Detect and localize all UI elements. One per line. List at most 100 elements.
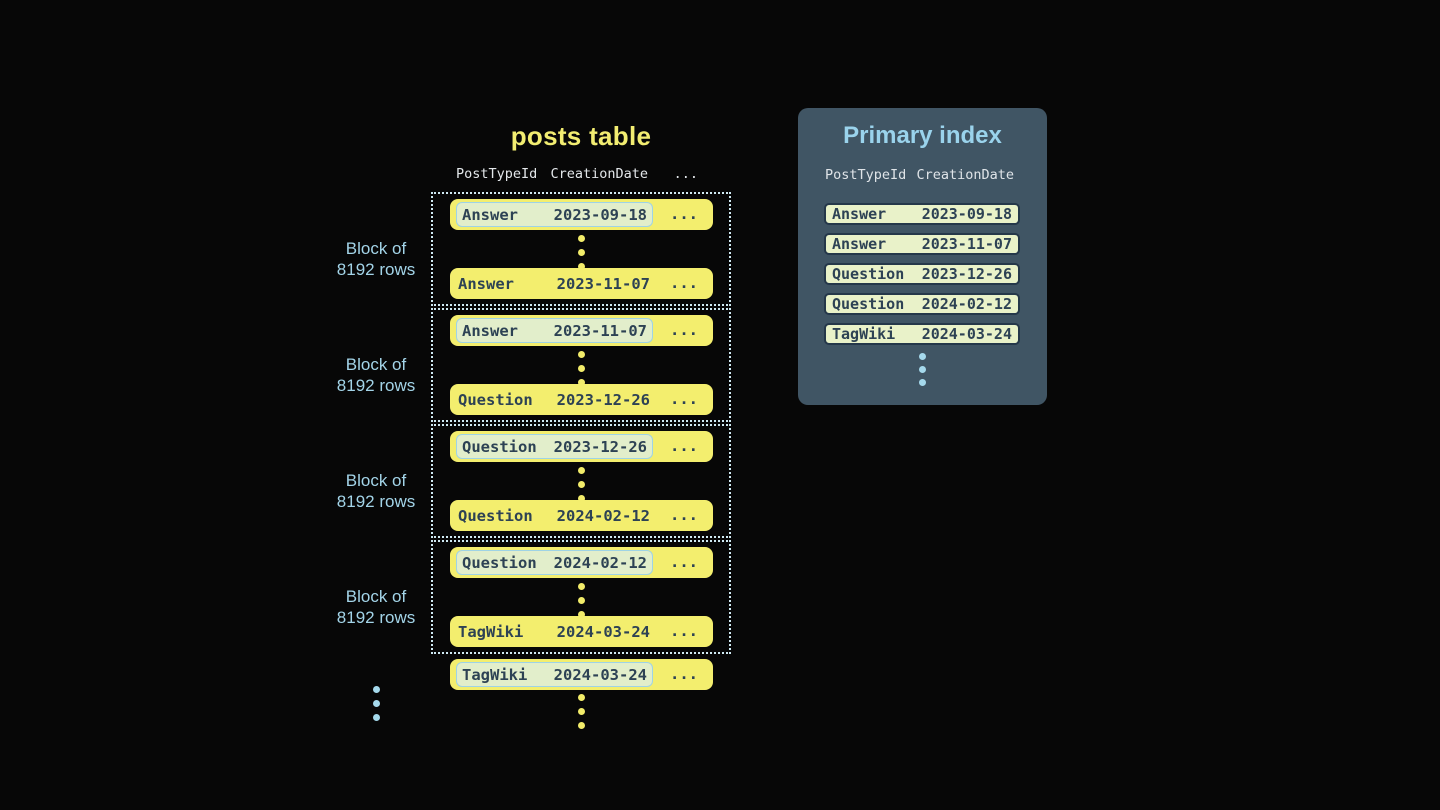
dot [578, 708, 585, 715]
table-row: Question 2023-12-26 ... [450, 384, 713, 415]
block-label: Block of 8192 rows [300, 238, 452, 280]
block-label: Block of 8192 rows [300, 586, 452, 628]
primary-index-column-headers: PostTypeId CreationDate [825, 167, 1014, 183]
index-creationdate: 2024-02-12 [921, 295, 1012, 313]
index-creationdate: 2023-09-18 [921, 205, 1012, 223]
row-creationdate: 2023-11-07 [553, 321, 647, 340]
index-posttypeid: TagWiki [832, 325, 896, 343]
posts-table-title: posts table [510, 121, 652, 151]
index-posttypeid: Answer [832, 205, 887, 223]
index-posttypeid: Answer [832, 235, 887, 253]
table-row-overflow: TagWiki 2024-03-24 ... [450, 659, 713, 690]
index-posttypeid: Question [832, 265, 905, 283]
row-highlight-box: TagWiki 2024-03-24 [456, 662, 653, 687]
block-label-line1: Block of [345, 239, 407, 258]
block-label-line2: 8192 rows [336, 492, 416, 511]
dot [578, 481, 585, 488]
row-posttypeid: Question [462, 437, 537, 456]
row-creationdate: 2024-02-12 [556, 506, 650, 525]
dot [578, 597, 585, 604]
block-label-line2: 8192 rows [336, 260, 416, 279]
index-row: Question 2024-02-12 [824, 293, 1020, 315]
dot [578, 351, 585, 358]
row-ellipsis: ... [670, 552, 698, 571]
table-row: Question 2024-02-12 ... [450, 547, 713, 578]
primary-index-title: Primary index [843, 122, 1002, 149]
more-rows-dots [450, 694, 713, 729]
row-highlight-box: Answer 2023-11-07 [456, 318, 653, 343]
row-values: Answer 2023-11-07 [458, 268, 650, 299]
dot [918, 379, 926, 386]
row-creationdate: 2024-02-12 [553, 553, 647, 572]
dot [578, 694, 585, 701]
row-ellipsis: ... [670, 664, 698, 683]
row-highlight-box: Answer 2023-09-18 [456, 202, 653, 227]
row-values: Question 2023-12-26 [458, 384, 650, 415]
block-label-line1: Block of [345, 355, 407, 374]
vertical-dots [450, 235, 713, 270]
dot [918, 366, 926, 373]
row-ellipsis: ... [670, 204, 698, 223]
block-label-line1: Block of [345, 471, 407, 490]
dot [372, 714, 380, 721]
row-highlight-box: Question 2023-12-26 [456, 434, 653, 459]
column-header-group: PostTypeId CreationDate [456, 166, 648, 182]
row-posttypeid: TagWiki [462, 665, 528, 684]
row-highlight-box: Question 2024-02-12 [456, 550, 653, 575]
column-header-creationdate: CreationDate [550, 166, 648, 182]
dot [578, 249, 585, 256]
index-row: TagWiki 2024-03-24 [824, 323, 1020, 345]
row-values: Question 2024-02-12 [458, 500, 650, 531]
block-3: Question 2023-12-26 ... Question 2024-02… [431, 424, 731, 538]
row-posttypeid: Answer [458, 274, 514, 293]
dot [578, 263, 585, 270]
vertical-dots [450, 467, 713, 502]
block-2: Answer 2023-11-07 ... Question 2023-12-2… [431, 308, 731, 422]
row-creationdate: 2023-12-26 [553, 437, 647, 456]
dot [372, 700, 380, 707]
column-header-posttypeid: PostTypeId [456, 166, 538, 182]
dot [918, 353, 926, 360]
row-creationdate: 2023-12-26 [556, 390, 650, 409]
row-creationdate: 2023-09-18 [553, 205, 647, 224]
vertical-dots [450, 583, 713, 618]
row-posttypeid: TagWiki [458, 622, 524, 641]
dot [578, 235, 585, 242]
index-row: Answer 2023-11-07 [824, 233, 1020, 255]
dot [578, 467, 585, 474]
row-ellipsis: ... [670, 505, 698, 524]
row-ellipsis: ... [670, 436, 698, 455]
column-header-posttypeid: PostTypeId [825, 167, 907, 183]
block-label-line1: Block of [345, 587, 407, 606]
table-row: Question 2023-12-26 ... [450, 431, 713, 462]
block-label: Block of 8192 rows [300, 470, 452, 512]
index-creationdate: 2023-11-07 [921, 235, 1012, 253]
block-label-line2: 8192 rows [336, 376, 416, 395]
primary-index-panel: Primary index PostTypeId CreationDate An… [798, 108, 1047, 405]
more-blocks-dots [300, 686, 452, 721]
table-row: Question 2024-02-12 ... [450, 500, 713, 531]
row-creationdate: 2024-03-24 [553, 665, 647, 684]
dot [372, 686, 380, 693]
index-row: Question 2023-12-26 [824, 263, 1020, 285]
column-header-creationdate: CreationDate [916, 167, 1014, 183]
row-ellipsis: ... [670, 389, 698, 408]
block-4: Question 2024-02-12 ... TagWiki 2024-03-… [431, 540, 731, 654]
row-ellipsis: ... [670, 273, 698, 292]
dot [578, 611, 585, 618]
row-posttypeid: Question [458, 390, 533, 409]
table-row: Answer 2023-09-18 ... [450, 199, 713, 230]
row-creationdate: 2023-11-07 [556, 274, 650, 293]
dot [578, 495, 585, 502]
block-1: Answer 2023-09-18 ... Answer 2023-11-07 … [431, 192, 731, 306]
posts-table-column-headers: PostTypeId CreationDate ... [450, 166, 713, 184]
row-ellipsis: ... [670, 621, 698, 640]
row-values: TagWiki 2024-03-24 [458, 616, 650, 647]
column-header-ellipsis: ... [673, 166, 698, 182]
row-posttypeid: Question [458, 506, 533, 525]
row-ellipsis: ... [670, 320, 698, 339]
dot [578, 379, 585, 386]
row-creationdate: 2024-03-24 [556, 622, 650, 641]
index-row: Answer 2023-09-18 [824, 203, 1020, 225]
